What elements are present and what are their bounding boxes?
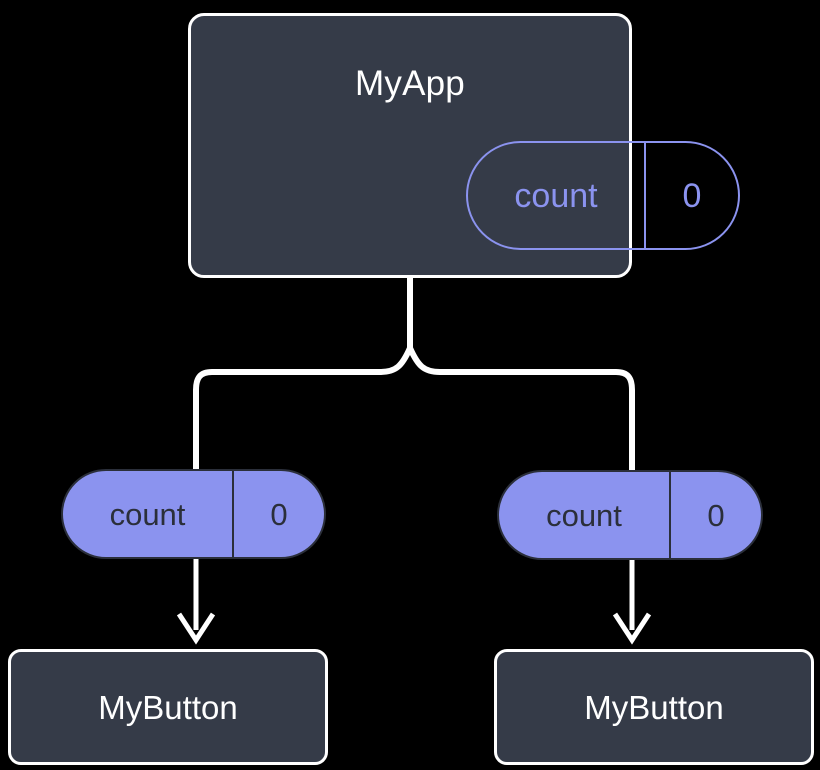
component-title-mybutton-right: MyButton xyxy=(584,688,724,726)
state-pill-branch-right-key: count xyxy=(499,472,671,558)
component-title-mybutton-left: MyButton xyxy=(98,688,238,726)
wire-branch-left xyxy=(193,346,413,474)
state-pill-branch-right[interactable]: count 0 xyxy=(497,470,763,560)
state-pill-root[interactable]: count 0 xyxy=(466,141,740,250)
component-title-myapp: MyApp xyxy=(355,64,465,103)
state-pill-branch-right-value: 0 xyxy=(707,497,725,533)
component-node-mybutton-left[interactable]: MyButton xyxy=(8,649,328,765)
state-pill-branch-left-value: 0 xyxy=(270,496,288,532)
arrow-head-right-icon xyxy=(612,612,652,645)
arrow-head-left-icon xyxy=(176,612,216,645)
component-node-mybutton-right[interactable]: MyButton xyxy=(494,649,814,765)
component-node-myapp[interactable]: MyApp count 0 xyxy=(188,13,740,278)
state-pill-root-value: 0 xyxy=(682,176,702,215)
wire-branch-right xyxy=(407,346,635,474)
state-pill-root-key: count xyxy=(468,143,646,248)
state-pill-branch-left-key: count xyxy=(63,471,234,557)
state-pill-branch-left[interactable]: count 0 xyxy=(61,469,326,559)
